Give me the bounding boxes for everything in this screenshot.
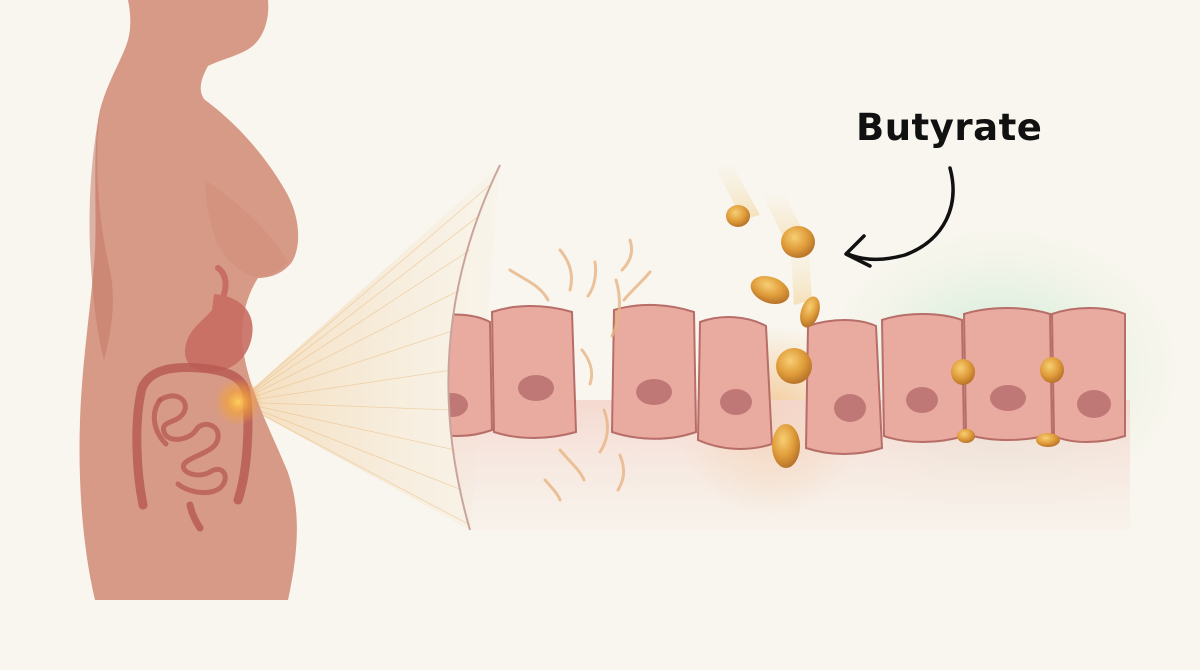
epithelial-cell — [1050, 307, 1126, 443]
butyrate-molecule — [776, 348, 812, 384]
intestinal-epithelium — [448, 303, 1126, 455]
butyrate-molecule — [800, 296, 820, 328]
cell-nucleus — [518, 375, 554, 401]
cell-nucleus — [448, 393, 468, 417]
epithelial-cell — [610, 303, 698, 440]
epithelial-cell — [696, 316, 774, 450]
butyrate-label: Butyrate — [856, 106, 1043, 149]
digestive-tract-icon — [132, 265, 262, 532]
butyrate-molecule — [1036, 433, 1060, 447]
epithelial-cell — [804, 319, 884, 455]
curved-arrow-icon — [844, 166, 955, 268]
inflamed-spot — [214, 378, 262, 426]
epithelial-cell — [962, 307, 1054, 441]
butyrate-molecules — [726, 205, 1064, 468]
butyrate-molecule — [772, 424, 800, 468]
leaky-gap-fragments — [508, 238, 652, 502]
magnified-view — [448, 165, 1130, 530]
butyrate-molecule — [781, 226, 815, 258]
butyrate-molecule — [750, 275, 790, 305]
cell-nucleus — [636, 379, 672, 405]
magnification-lens-rim — [447, 164, 501, 531]
epithelial-cell — [880, 313, 966, 443]
butyrate-molecule — [951, 359, 975, 385]
butyrate-molecule — [1040, 357, 1064, 383]
cell-nucleus — [834, 394, 866, 422]
magnification-beam — [237, 165, 500, 530]
cell-nucleus — [906, 387, 938, 413]
cell-nucleus — [1077, 390, 1111, 418]
cell-nucleus — [720, 389, 752, 415]
epithelial-cell — [490, 305, 578, 439]
butyrate-molecule — [957, 429, 975, 443]
butyrate-molecule — [726, 205, 750, 227]
cell-nucleus — [990, 385, 1026, 411]
